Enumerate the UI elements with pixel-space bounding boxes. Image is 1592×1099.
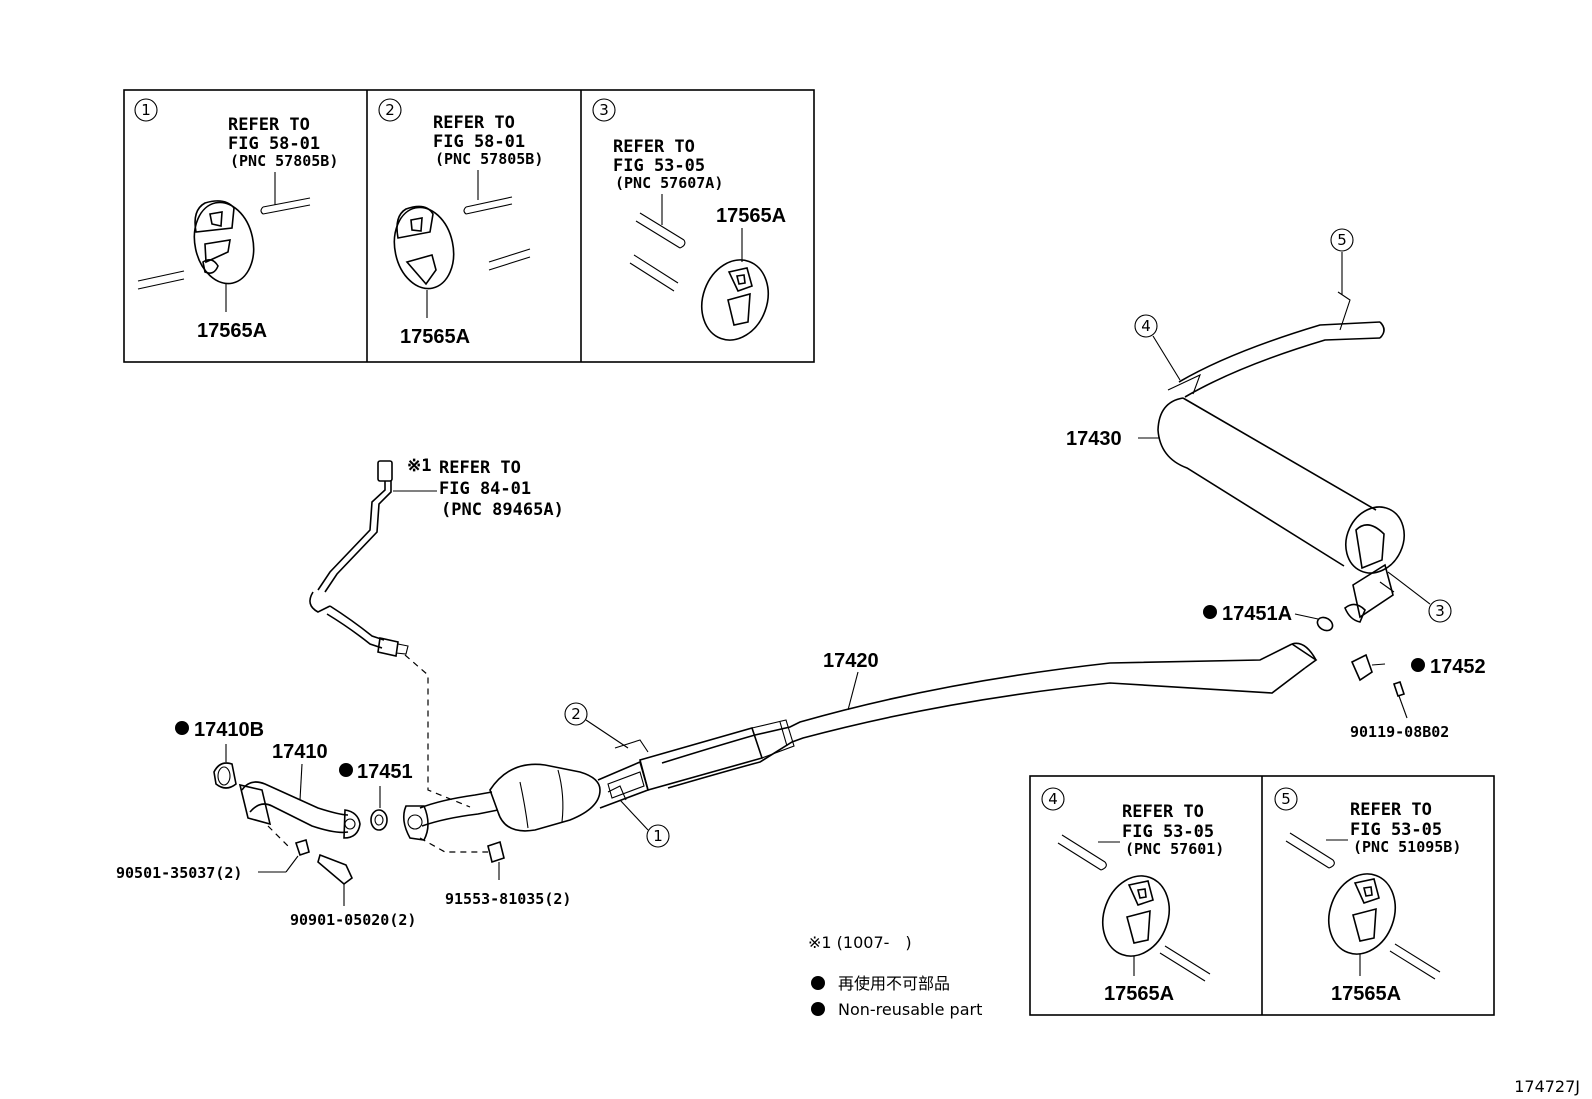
gasket-17451A: 17451A — [1203, 603, 1334, 632]
part-17410-label: 17410 — [272, 741, 328, 763]
inset-4-fig: FIG 53-05 — [1122, 822, 1214, 842]
inset-1-number: 1 — [141, 101, 151, 119]
inset-5-refer: REFER TO — [1350, 800, 1432, 820]
inset-2-pnc: (PNC 57805B) — [435, 150, 543, 168]
non-reusable-bullet-icon — [811, 976, 825, 990]
inset-2-refer: REFER TO — [433, 113, 515, 133]
inset-5: 5 REFER TO FIG 53-05 (PNC 51095B) 17565A — [1274, 787, 1461, 1005]
figure-id: 174727J — [1514, 1077, 1580, 1096]
svg-text:4: 4 — [1048, 790, 1058, 808]
part-17410B-label: 17410B — [194, 719, 264, 741]
callout-4: 4 — [1134, 314, 1181, 381]
inset-5-fig: FIG 53-05 — [1350, 820, 1442, 840]
part-17452-label: 17452 — [1430, 656, 1486, 678]
catalytic-converter — [402, 760, 649, 841]
bottom-inset-panel: 4 REFER TO FIG 53-05 (PNC 57601) 17565A … — [1029, 775, 1495, 1016]
svg-text:4: 4 — [1141, 317, 1151, 335]
center-exhaust-pipe — [639, 642, 1318, 791]
inset-4-pnc: (PNC 57601) — [1125, 840, 1224, 858]
inset-1-refer: REFER TO — [228, 115, 310, 135]
inset-1-pnc: (PNC 57805B) — [230, 152, 338, 170]
sensor-ref-fig: FIG 84-01 — [439, 479, 531, 499]
inset-1-fig: FIG 58-01 — [228, 134, 320, 154]
inset-3-part: 17565A — [716, 205, 786, 227]
non-reusable-bullet-icon — [811, 1002, 825, 1016]
part-17430-label: 17430 — [1066, 428, 1122, 450]
sensor-ref-mark: ※1 — [407, 456, 431, 476]
legend-en: Non-reusable part — [838, 1000, 982, 1019]
svg-text:3: 3 — [1435, 602, 1445, 620]
front-pipe-assembly: 17410B 17410 17451 90501-35037(2) 90901-… — [116, 719, 571, 929]
inset-3-pnc: (PNC 57607A) — [615, 174, 723, 192]
inset-2: 2 REFER TO FIG 58-01 (PNC 57805B) 17565A — [378, 98, 543, 348]
sensor-ref-pnc: (PNC 89465A) — [441, 500, 564, 520]
rubber-hanger-icon — [193, 200, 255, 285]
inset-4-part: 17565A — [1104, 983, 1174, 1005]
top-inset-panel: 1 REFER TO FIG 58-01 (PNC 57805B) 17565A… — [123, 89, 815, 363]
rubber-hanger-icon — [701, 259, 769, 341]
svg-text:1: 1 — [653, 827, 663, 845]
footnote-text: ※1 (1007- ) — [808, 933, 912, 952]
inset-3-refer: REFER TO — [613, 137, 695, 157]
svg-text:2: 2 — [571, 705, 581, 723]
legend-jp: 再使用不可部品 — [838, 974, 950, 993]
part-90119-label: 90119-08B02 — [1350, 723, 1449, 741]
inset-5-pnc: (PNC 51095B) — [1353, 838, 1461, 856]
inset-3: 3 REFER TO FIG 53-05 (PNC 57607A) 17565A — [592, 98, 786, 341]
spring-17452: 17452 90119-08B02 — [1350, 653, 1486, 741]
callout-5: 5 — [1330, 228, 1354, 295]
inset-3-number: 3 — [599, 101, 609, 119]
inset-4-refer: REFER TO — [1122, 802, 1204, 822]
inset-2-part: 17565A — [400, 326, 470, 348]
callout-2: 2 — [564, 702, 649, 753]
tail-pipe-muffler — [1157, 291, 1405, 623]
part-17420-label: 17420 — [823, 650, 879, 672]
rubber-hanger-icon — [393, 205, 455, 290]
inset-1: 1 REFER TO FIG 58-01 (PNC 57805B) 17565A — [134, 98, 338, 342]
svg-text:5: 5 — [1281, 790, 1291, 808]
inset-5-part: 17565A — [1331, 983, 1401, 1005]
inset-3-fig: FIG 53-05 — [613, 156, 705, 176]
legend: ※1 (1007- ) 再使用不可部品 Non-reusable part — [808, 933, 982, 1019]
inset-4: 4 REFER TO FIG 53-05 (PNC 57601) 17565A — [1041, 787, 1224, 1005]
part-17451-label: 17451 — [357, 761, 413, 783]
part-17451A-label: 17451A — [1222, 603, 1292, 625]
part-90501-label: 90501-35037(2) — [116, 864, 242, 882]
callout-3: 3 — [1387, 571, 1452, 623]
oxygen-sensor — [309, 460, 409, 657]
sensor-reference: ※1 REFER TO FIG 84-01 (PNC 89465A) — [393, 456, 564, 520]
part-90901-label: 90901-05020(2) — [290, 911, 416, 929]
svg-text:5: 5 — [1337, 231, 1347, 249]
rubber-hanger-icon — [1102, 875, 1170, 957]
sensor-ref-refer: REFER TO — [439, 458, 521, 478]
part-91553-label: 91553-81035(2) — [445, 890, 571, 908]
inset-1-part: 17565A — [197, 320, 267, 342]
callout-1: 1 — [607, 785, 670, 848]
inset-2-fig: FIG 58-01 — [433, 132, 525, 152]
rubber-hanger-icon — [1328, 873, 1396, 955]
inset-2-number: 2 — [385, 101, 395, 119]
